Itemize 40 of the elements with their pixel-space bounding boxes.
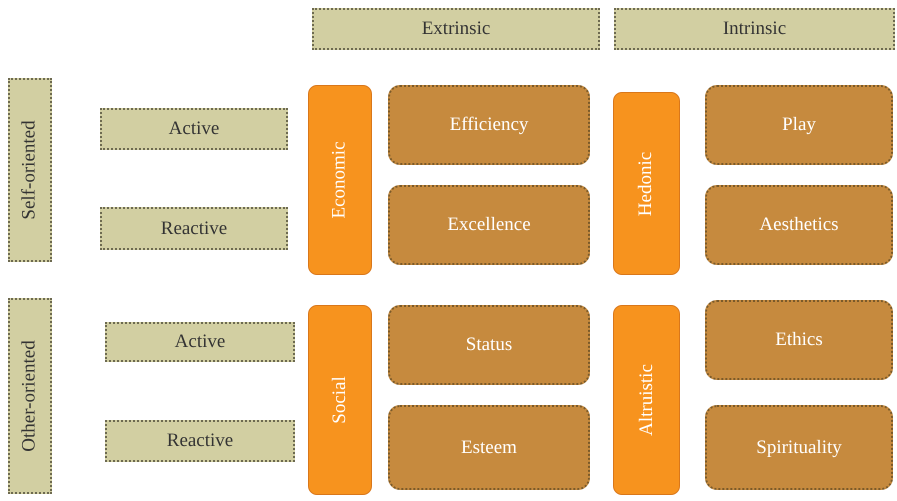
category-box (105, 322, 295, 362)
box-label: Economic (329, 141, 351, 219)
box-label: Status (466, 334, 512, 356)
box-label: Excellence (447, 214, 531, 236)
value-box (705, 85, 893, 165)
box-label: Altruistic (636, 364, 658, 436)
row-header-box (8, 78, 52, 262)
category-box (100, 207, 288, 250)
dimension-bar (613, 305, 680, 495)
dimension-bar (613, 92, 680, 275)
box-label: Extrinsic (422, 18, 490, 40)
value-box (705, 185, 893, 265)
row-header-box (8, 298, 52, 494)
box-label: Intrinsic (722, 18, 786, 40)
value-box (388, 305, 590, 385)
box-label: Hedonic (636, 151, 658, 216)
header-box (614, 8, 895, 50)
category-box (100, 108, 288, 150)
dimension-bar (308, 85, 372, 275)
box-label: Esteem (461, 436, 517, 458)
box-label: Other-oriented (19, 340, 41, 452)
box-label: Reactive (166, 430, 234, 452)
box-label: Self-oriented (19, 120, 41, 220)
box-label: Efficiency (450, 114, 528, 136)
header-box (312, 8, 600, 50)
dimension-bar (308, 305, 372, 495)
box-label: Play (782, 114, 816, 136)
box-label: Spirituality (756, 436, 842, 458)
value-box (705, 405, 893, 490)
box-label: Reactive (160, 218, 228, 240)
value-box (388, 185, 590, 265)
value-box (388, 405, 590, 490)
box-label: Active (168, 118, 220, 140)
value-box (705, 300, 893, 380)
box-label: Active (174, 331, 226, 353)
box-label: Aesthetics (759, 214, 839, 236)
value-box (388, 85, 590, 165)
box-label: Social (329, 376, 351, 424)
category-box (105, 420, 295, 462)
box-label: Ethics (775, 329, 823, 351)
